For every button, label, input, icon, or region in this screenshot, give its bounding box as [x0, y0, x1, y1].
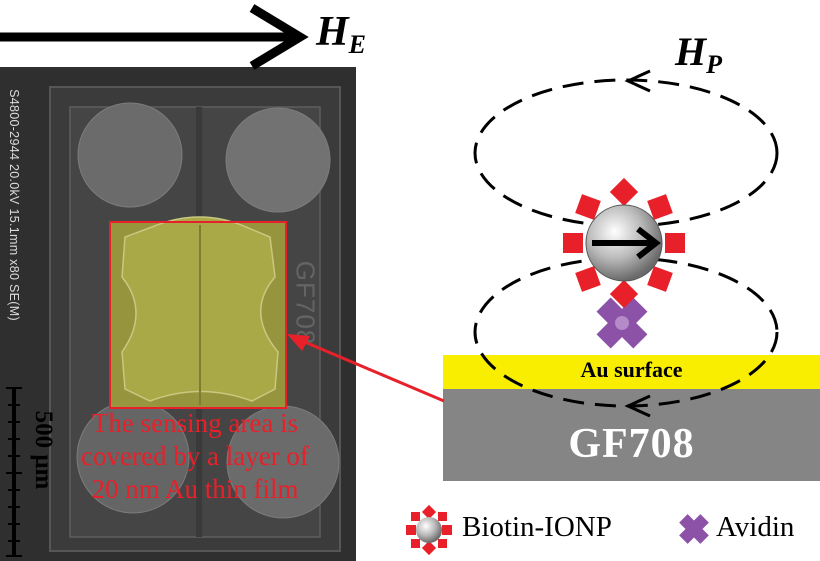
sensing-area-outline [109, 221, 287, 409]
sensing-area-note: The sensing area is covered by a layer o… [40, 407, 350, 506]
sensing-note-line: covered by a layer of [81, 441, 309, 471]
au-surface-label: Au surface [580, 357, 683, 382]
external-field-arrow [0, 4, 309, 70]
legend-ionp-label: Biotin-IONP [462, 511, 612, 543]
pointer-arrow [287, 334, 445, 403]
sem-chip-graphic [0, 67, 356, 561]
scale-bar-ticks [6, 387, 22, 557]
particle-field-label: HP [675, 29, 723, 79]
upper-field-loop [473, 69, 779, 228]
contact-pad [225, 107, 331, 213]
contact-pad [77, 102, 183, 208]
legend-avidin-icon [679, 514, 709, 544]
legend-ionp-icon [406, 504, 452, 556]
sem-image [0, 67, 356, 561]
sensing-note-line: The sensing area is [91, 408, 299, 438]
legend-avidin-label: Avidin [716, 511, 795, 543]
avidin-molecule [596, 297, 648, 349]
sensing-note-line: 20 nm Au thin film [91, 474, 299, 504]
gf708-label: GF708 [568, 421, 695, 467]
au-surface-layer [443, 355, 820, 389]
biotin-ionp-particle [563, 177, 685, 309]
external-field-label: HE [316, 9, 367, 59]
